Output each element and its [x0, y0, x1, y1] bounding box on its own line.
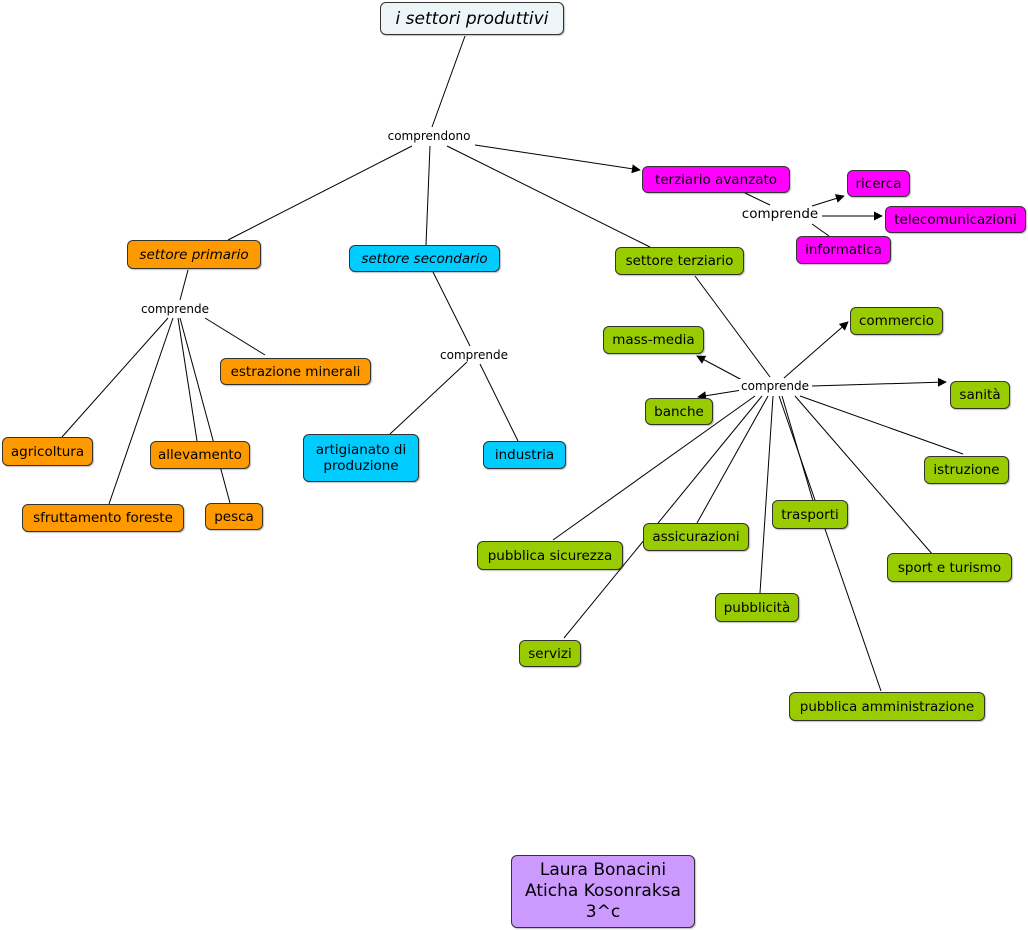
author-class: 3^c — [585, 902, 621, 922]
node-estrazione-minerali[interactable]: estrazione minerali — [220, 358, 371, 385]
edge-primario-comprende — [179, 269, 189, 301]
node-pubblica-sicurezza[interactable]: pubblica sicurezza — [477, 541, 623, 570]
node-sfruttamento-foreste[interactable]: sfruttamento foreste — [22, 504, 184, 532]
edge-title-comprendono — [431, 35, 466, 128]
edge-primario-sfruttamento — [108, 317, 174, 505]
link-label-primario: comprende — [139, 302, 211, 316]
edge-avanzato-ricerca — [811, 194, 845, 207]
node-istruzione[interactable]: istruzione — [924, 456, 1009, 484]
node-mass-media[interactable]: mass-media — [603, 326, 704, 354]
author-name-2: Aticha Kosonraksa — [525, 881, 681, 901]
edge-terziario-servizi — [563, 395, 763, 639]
sector-secondario[interactable]: settore secondario — [349, 245, 500, 272]
sector-primario[interactable]: settore primario — [127, 240, 261, 269]
authors-node[interactable]: Laura Bonacini Aticha Kosonraksa 3^c — [511, 855, 695, 928]
node-pesca[interactable]: pesca — [205, 503, 263, 530]
node-sport-turismo[interactable]: sport e turismo — [887, 553, 1012, 582]
sector-terziario-avanzato[interactable]: terziario avanzato — [642, 166, 790, 193]
edge-primario-allevamento — [177, 317, 198, 442]
node-commercio[interactable]: commercio — [850, 307, 943, 335]
node-pubblica-amministrazione[interactable]: pubblica amministrazione — [789, 692, 985, 721]
node-ricerca[interactable]: ricerca — [847, 170, 910, 197]
title-node[interactable]: i settori produttivi — [380, 2, 564, 35]
edge-terziario-pubblica-sic — [552, 395, 756, 541]
node-banche[interactable]: banche — [645, 398, 713, 425]
sector-terziario[interactable]: settore terziario — [615, 247, 744, 275]
node-artigianato[interactable]: artigianato di produzione — [303, 434, 419, 482]
node-agricoltura[interactable]: agricoltura — [2, 437, 93, 466]
node-telecomunicazioni[interactable]: telecomunicazioni — [885, 206, 1026, 233]
edge-terziario-massmedia — [696, 355, 743, 381]
edge-terziario-commercio — [783, 321, 849, 379]
edge-terziario-sanita — [811, 377, 947, 387]
node-pubblicita[interactable]: pubblicità — [715, 593, 799, 622]
edge-secondario-artigianato — [389, 361, 468, 435]
edge-comprendono-secondario — [425, 145, 431, 246]
node-allevamento[interactable]: allevamento — [150, 441, 250, 469]
edge-terziario-pubblica-amm — [778, 395, 882, 692]
node-servizi[interactable]: servizi — [519, 640, 581, 667]
edge-primario-agricoltura — [61, 317, 169, 438]
edge-secondario-industria — [479, 363, 519, 442]
edge-avanzato-comprende — [744, 192, 771, 206]
node-sanita[interactable]: sanità — [950, 381, 1010, 409]
link-label-avanzato: comprende — [739, 206, 821, 222]
edge-terziario-istruzione — [799, 395, 964, 455]
edge-comprendono-terziario — [446, 145, 651, 248]
edge-terziario-banche — [697, 389, 743, 401]
link-label-comprendono: comprendono — [385, 129, 473, 143]
edge-terziario-pubblicita — [759, 395, 774, 594]
edge-secondario-comprende — [432, 271, 471, 347]
edge-primario-pesca — [179, 317, 231, 504]
node-informatica[interactable]: informatica — [796, 236, 891, 264]
node-trasporti[interactable]: trasporti — [772, 500, 848, 529]
node-assicurazioni[interactable]: assicurazioni — [643, 523, 749, 551]
node-industria[interactable]: industria — [483, 441, 566, 469]
edge-terziario-assicurazioni — [696, 395, 769, 524]
edge-avanzato-informatica — [811, 223, 830, 237]
edge-comprendono-avanzato — [474, 144, 641, 174]
author-name-1: Laura Bonacini — [539, 860, 667, 880]
edge-terziario-comprende — [694, 275, 771, 378]
link-label-terziario: comprende — [739, 379, 811, 393]
edge-terziario-sport — [794, 395, 934, 556]
link-label-secondario: comprende — [438, 348, 510, 362]
edge-primario-estrazione — [204, 317, 266, 356]
edge-comprendono-primario — [227, 145, 413, 241]
